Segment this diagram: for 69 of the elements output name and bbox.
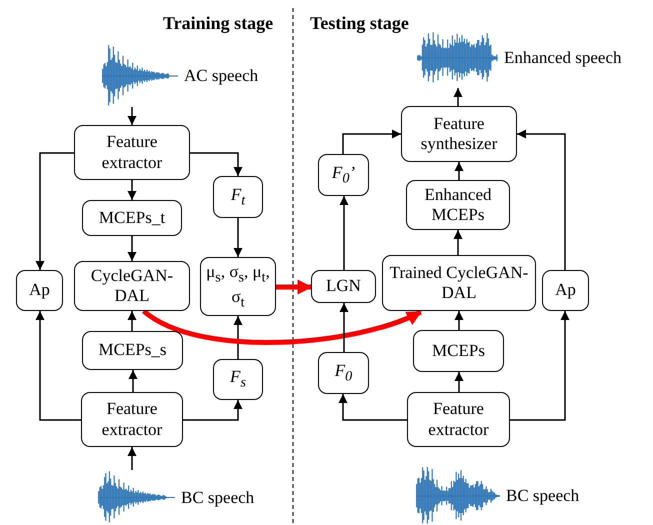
arrow: [128, 180, 136, 200]
process-box: [74, 261, 190, 311]
box-label: Ap: [29, 280, 50, 301]
box-label: Enhanced MCEPs: [423, 184, 493, 226]
arrow: [342, 130, 401, 154]
waveform-drawing: [416, 467, 500, 525]
process-box: [413, 330, 504, 372]
process-box: [542, 270, 589, 311]
box-label: F$_{s}$: [230, 367, 246, 392]
box-label: Feature extractor: [427, 399, 490, 440]
box-label: CycleGAN-DAL: [90, 266, 174, 306]
box-label: Feature extractor: [100, 132, 164, 173]
process-box: [406, 180, 510, 230]
arrow: [340, 303, 348, 352]
box-label: MCEPs_t: [98, 208, 166, 228]
arrow: [234, 316, 242, 359]
process-box: [318, 154, 369, 196]
arrow: [128, 370, 138, 392]
arrow: [517, 130, 566, 270]
box-label: F$_{0}$’: [332, 162, 356, 188]
speech-label: BC speech: [181, 488, 254, 506]
arrow: [128, 107, 136, 125]
arrow: [183, 400, 242, 421]
arrow: [454, 162, 464, 180]
arrow: [190, 152, 242, 176]
process-box: [311, 270, 376, 303]
process-box: [407, 392, 510, 447]
waveform-drawing: [98, 470, 175, 525]
stage-title: Testing stage: [310, 14, 409, 32]
box-label: LGN: [326, 276, 361, 297]
box-label: MCEPs_s: [98, 340, 167, 361]
process-box: [213, 359, 263, 400]
arrow: [128, 311, 136, 331]
arrow: [338, 394, 407, 421]
process-box: [81, 392, 183, 447]
process-box: [318, 352, 369, 394]
arrow: [340, 196, 348, 270]
arrow: [36, 152, 74, 270]
process-box: [213, 176, 263, 218]
arrow: [276, 280, 312, 294]
arrow: [142, 308, 422, 345]
waveform-drawing: [102, 45, 178, 107]
box-label: Feature extractor: [100, 399, 164, 440]
arrow: [454, 88, 462, 106]
box-label: MCEPs: [432, 340, 485, 362]
arrow: [36, 311, 81, 421]
arrow: [234, 218, 242, 257]
process-box: [82, 331, 183, 370]
arrow: [128, 447, 136, 470]
arrow: [510, 311, 570, 421]
box-label: Feature synthesizer: [420, 114, 498, 154]
process-box: [74, 125, 190, 180]
arrow: [454, 311, 464, 330]
box-label: μ$_{s}$, σ$_{s}$, μ$_{t}$, σ$_{t}$: [205, 262, 271, 311]
box-label: F$_{t}$: [230, 184, 246, 210]
process-box: [16, 270, 63, 311]
box-label: F$_{0}$: [334, 360, 352, 386]
process-box: [382, 255, 536, 311]
process-box: [401, 106, 517, 162]
process-box: [82, 200, 182, 236]
speech-label: Enhanced speech: [504, 49, 622, 66]
arrow: [454, 372, 464, 392]
speech-label: AC speech: [184, 67, 258, 84]
arrow: [128, 236, 136, 261]
arrow: [454, 230, 462, 255]
stage-title: Training stage: [163, 14, 274, 32]
box-label: Trained CycleGAN-DAL: [388, 262, 530, 304]
box-label: Ap: [555, 280, 576, 301]
speech-label: BC speech: [506, 487, 580, 504]
